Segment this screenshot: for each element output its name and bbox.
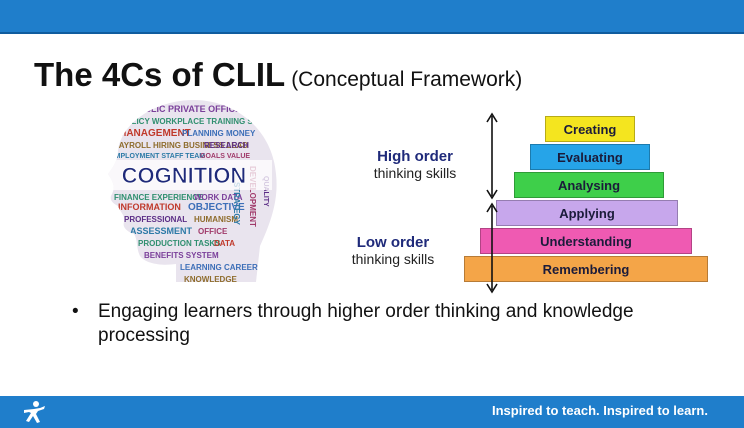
svg-text:MANAGEMENT: MANAGEMENT bbox=[118, 128, 191, 139]
svg-text:LEARNING CAREER: LEARNING CAREER bbox=[180, 263, 258, 272]
footer-tagline: Inspired to teach. Inspired to learn. bbox=[492, 403, 708, 418]
svg-text:PUBLIC PRIVATE OFFICE PEOPLE S: PUBLIC PRIVATE OFFICE PEOPLE SUPPORT bbox=[132, 104, 284, 114]
slide-title: The 4Cs of CLIL(Conceptual Framework) bbox=[34, 56, 522, 94]
level-remembering: Remembering bbox=[464, 256, 708, 282]
svg-text:DATA: DATA bbox=[214, 239, 235, 248]
header-band bbox=[0, 0, 744, 32]
svg-text:WORK DATA: WORK DATA bbox=[194, 193, 243, 202]
svg-text:FINANCE EXPERIENCE: FINANCE EXPERIENCE bbox=[114, 193, 204, 202]
svg-text:OFFICE: OFFICE bbox=[198, 227, 228, 236]
low-order-sub: thinking skills bbox=[351, 251, 435, 267]
person-star-icon bbox=[24, 401, 45, 423]
order-arrows bbox=[486, 112, 498, 294]
level-understanding: Understanding bbox=[480, 228, 692, 254]
cloud-central-word: COGNITION bbox=[122, 163, 247, 188]
svg-text:HUMANISM: HUMANISM bbox=[194, 215, 238, 224]
svg-text:RESEARCH: RESEARCH bbox=[204, 141, 249, 150]
title-main: The 4Cs of CLIL bbox=[34, 56, 286, 93]
high-order-title: High order bbox=[377, 148, 453, 165]
svg-text:INFORMATION: INFORMATION bbox=[118, 202, 181, 212]
bullet-text: Engaging learners through higher order t… bbox=[98, 301, 634, 346]
high-order-label: High order thinking skills bbox=[350, 148, 480, 181]
svg-text:ASSESSMENT: ASSESSMENT bbox=[130, 226, 193, 236]
cognition-head-word-cloud: PUBLIC PRIVATE OFFICE PEOPLE SUPPORT POL… bbox=[108, 100, 284, 284]
level-creating: Creating bbox=[545, 116, 635, 142]
svg-text:PLANNING MONEY: PLANNING MONEY bbox=[182, 129, 256, 138]
high-order-sub: thinking skills bbox=[373, 165, 457, 181]
svg-text:OBJECTIVE: OBJECTIVE bbox=[188, 202, 245, 213]
svg-text:EMPLOYMENT STAFF TEAM: EMPLOYMENT STAFF TEAM bbox=[110, 153, 205, 160]
bullet-marker: • bbox=[72, 301, 79, 322]
svg-text:PAYROLL HIRING BUSINESS LEAD: PAYROLL HIRING BUSINESS LEAD bbox=[114, 141, 248, 150]
svg-text:POLICY WORKPLACE TRAINING SKIL: POLICY WORKPLACE TRAINING SKILL SET bbox=[120, 117, 284, 126]
blooms-taxonomy-pyramid: Creating Evaluating Analysing Applying U… bbox=[330, 100, 720, 300]
footer-band: Inspired to teach. Inspired to learn. bbox=[0, 396, 744, 428]
svg-text:GOALS VALUE: GOALS VALUE bbox=[200, 153, 250, 160]
svg-text:DEVELOPMENT: DEVELOPMENT bbox=[248, 166, 257, 227]
low-order-title: Low order bbox=[356, 234, 430, 251]
title-subtitle: (Conceptual Framework) bbox=[291, 68, 523, 91]
svg-text:PRODUCTION TASKS: PRODUCTION TASKS bbox=[138, 239, 221, 248]
level-analysing: Analysing bbox=[514, 172, 664, 198]
svg-text:QUALITY: QUALITY bbox=[262, 176, 269, 207]
svg-text:STRATEGY: STRATEGY bbox=[232, 182, 241, 226]
svg-text:KNOWLEDGE: KNOWLEDGE bbox=[184, 275, 238, 284]
svg-text:PROFESSIONAL: PROFESSIONAL bbox=[124, 215, 187, 224]
level-applying: Applying bbox=[496, 200, 678, 226]
header-divider bbox=[0, 32, 744, 34]
low-order-label: Low order thinking skills bbox=[330, 234, 456, 267]
svg-text:BENEFITS SYSTEM: BENEFITS SYSTEM bbox=[144, 251, 219, 260]
level-evaluating: Evaluating bbox=[530, 144, 650, 170]
